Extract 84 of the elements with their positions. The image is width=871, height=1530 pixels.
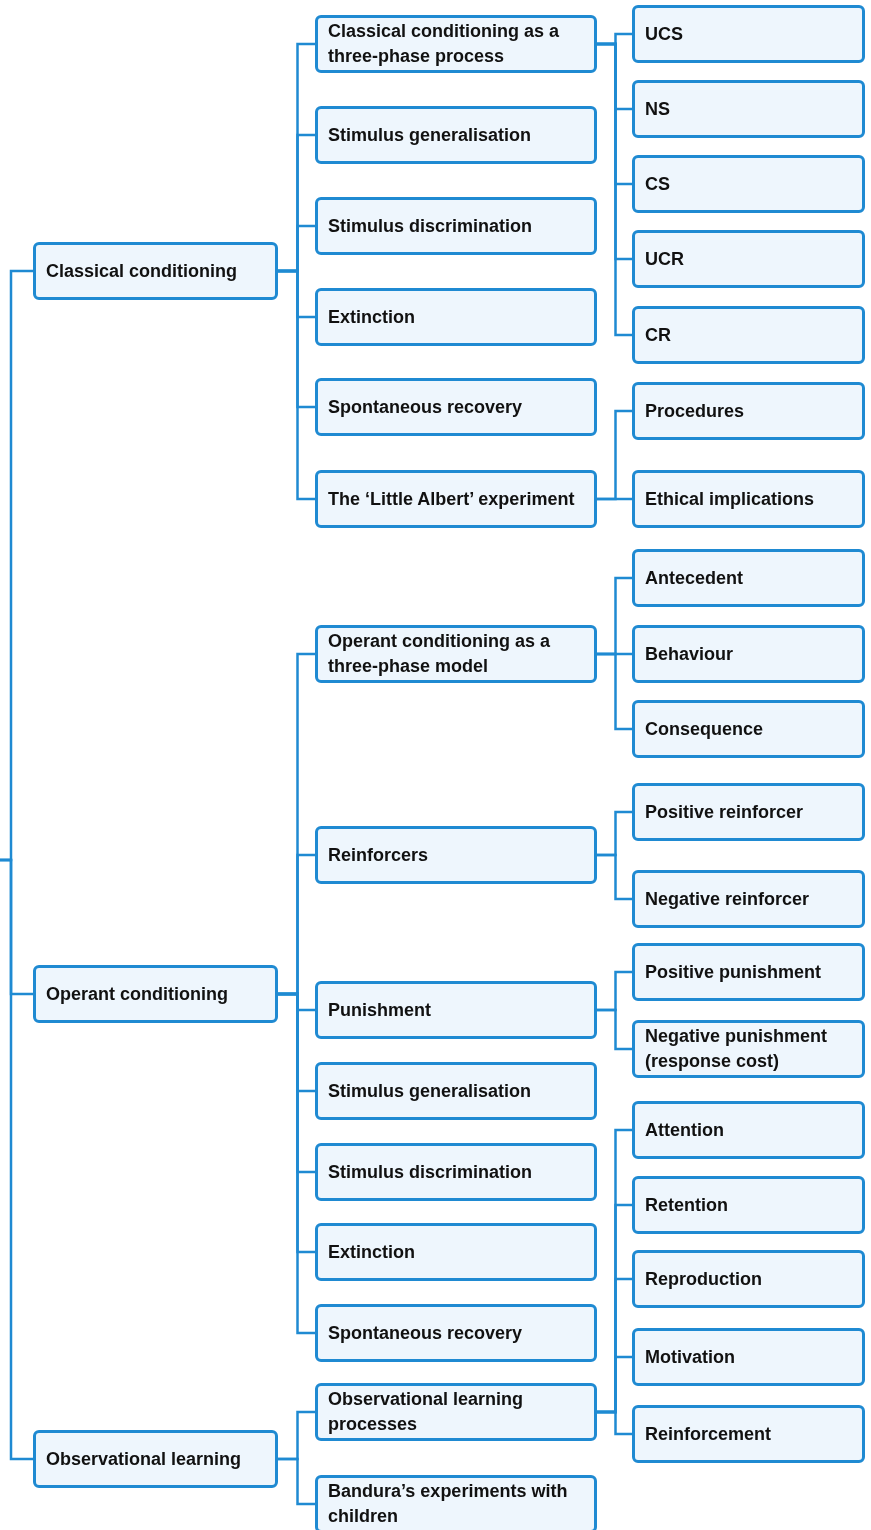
topic-label: Operant conditioning xyxy=(46,982,228,1006)
topic-label: Classical conditioning as a three-phase process xyxy=(328,20,561,68)
topic-label: Motivation xyxy=(645,1345,735,1369)
topic-label: Operant conditioning as a three-phase model xyxy=(328,630,552,678)
connector-line xyxy=(278,1457,315,1506)
topic-box xyxy=(315,1062,597,1120)
topic-label: Extinction xyxy=(328,305,415,329)
topic-label: Stimulus generalisation xyxy=(328,1079,532,1103)
topic-box xyxy=(632,549,865,607)
topic-label: Punishment xyxy=(328,998,431,1022)
topic-box xyxy=(632,700,865,758)
topic-label: Reinforcers xyxy=(328,843,429,867)
topic-box xyxy=(315,1475,597,1530)
topic-label: Classical conditioning xyxy=(46,259,238,283)
topic-label: Reinforcement xyxy=(645,1422,772,1446)
topic-box xyxy=(632,382,865,440)
topic-box xyxy=(632,943,865,1001)
topic-label: Attention xyxy=(645,1118,724,1142)
topic-box xyxy=(632,306,865,364)
topic-label: Observational learning xyxy=(46,1447,242,1471)
connector-line xyxy=(597,1410,632,1436)
topic-box xyxy=(632,1405,865,1463)
topic-box xyxy=(315,106,597,164)
topic-label: Procedures xyxy=(645,399,745,423)
topic-label: The ‘Little Albert’ experiment xyxy=(328,487,575,511)
topic-label: Consequence xyxy=(645,717,764,741)
topic-box xyxy=(632,783,865,841)
topic-label: Retention xyxy=(645,1193,728,1217)
topic-box xyxy=(33,965,278,1023)
topic-label: Reproduction xyxy=(645,1267,762,1291)
topic-box xyxy=(315,1383,597,1441)
topic-label: CR xyxy=(645,323,671,347)
connector-line xyxy=(278,992,315,1335)
topic-label: Observational learning processes xyxy=(328,1388,525,1436)
topic-label: Extinction xyxy=(328,1240,415,1264)
topic-label: Positive reinforcer xyxy=(645,800,804,824)
topic-label: Bandura’s experiments with children xyxy=(328,1480,569,1528)
topic-box xyxy=(632,1020,865,1078)
topic-label: Antecedent xyxy=(645,566,743,590)
topic-box xyxy=(632,1176,865,1234)
connector-line xyxy=(597,42,632,337)
topic-label: CS xyxy=(645,172,670,196)
topic-box xyxy=(632,155,865,213)
topic-box xyxy=(33,242,278,300)
topic-box xyxy=(632,80,865,138)
topic-box xyxy=(315,378,597,436)
connector-line xyxy=(597,1008,632,1051)
topic-label: Stimulus discrimination xyxy=(328,1160,533,1184)
topic-label: Spontaneous recovery xyxy=(328,395,523,419)
topic-box xyxy=(315,288,597,346)
topic-label: Positive punishment xyxy=(645,960,822,984)
topic-box xyxy=(315,826,597,884)
topic-box xyxy=(632,1328,865,1386)
topic-box xyxy=(315,470,597,528)
topic-label: Negative punishment (response cost) xyxy=(645,1025,829,1073)
topic-box xyxy=(632,5,865,63)
topic-box xyxy=(315,625,597,683)
topic-box xyxy=(315,15,597,73)
topic-box xyxy=(632,230,865,288)
topic-box xyxy=(315,1143,597,1201)
topic-box xyxy=(632,625,865,683)
topic-label: Negative reinforcer xyxy=(645,887,810,911)
topic-box xyxy=(632,1101,865,1159)
connector-line xyxy=(597,497,632,501)
topic-label: Behaviour xyxy=(645,642,734,666)
topic-label: UCS xyxy=(645,22,683,46)
connector-line xyxy=(597,853,632,901)
topic-box xyxy=(632,1250,865,1308)
topic-box xyxy=(33,1430,278,1488)
topic-box xyxy=(315,197,597,255)
topic-box xyxy=(315,1304,597,1362)
topic-label: UCR xyxy=(645,247,684,271)
topic-label: NS xyxy=(645,97,670,121)
topic-box xyxy=(632,870,865,928)
connector-line xyxy=(597,652,632,731)
connector-line xyxy=(0,858,33,1461)
topic-box xyxy=(632,470,865,528)
topic-label: Spontaneous recovery xyxy=(328,1321,523,1345)
topic-box xyxy=(315,1223,597,1281)
topic-box xyxy=(315,981,597,1039)
topic-label: Ethical implications xyxy=(645,487,815,511)
topic-label: Stimulus generalisation xyxy=(328,123,532,147)
topic-label: Stimulus discrimination xyxy=(328,214,533,238)
connector-line xyxy=(278,269,315,501)
